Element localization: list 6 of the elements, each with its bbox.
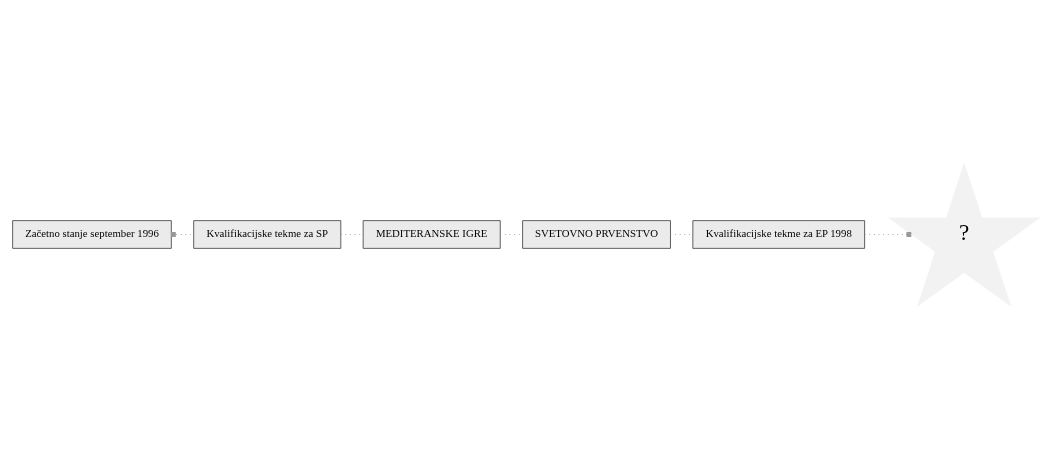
node-box: SVETOVNO PRVENSTVO xyxy=(522,220,671,249)
node-box: Kvalifikacijske tekme za EP 1998 xyxy=(692,220,865,249)
node-box: Kvalifikacijske tekme za SP xyxy=(193,220,342,249)
node-box: Začetno stanje september 1996 xyxy=(12,220,172,249)
node-box: MEDITERANSKE IGRE xyxy=(362,220,501,249)
connector xyxy=(864,232,912,237)
